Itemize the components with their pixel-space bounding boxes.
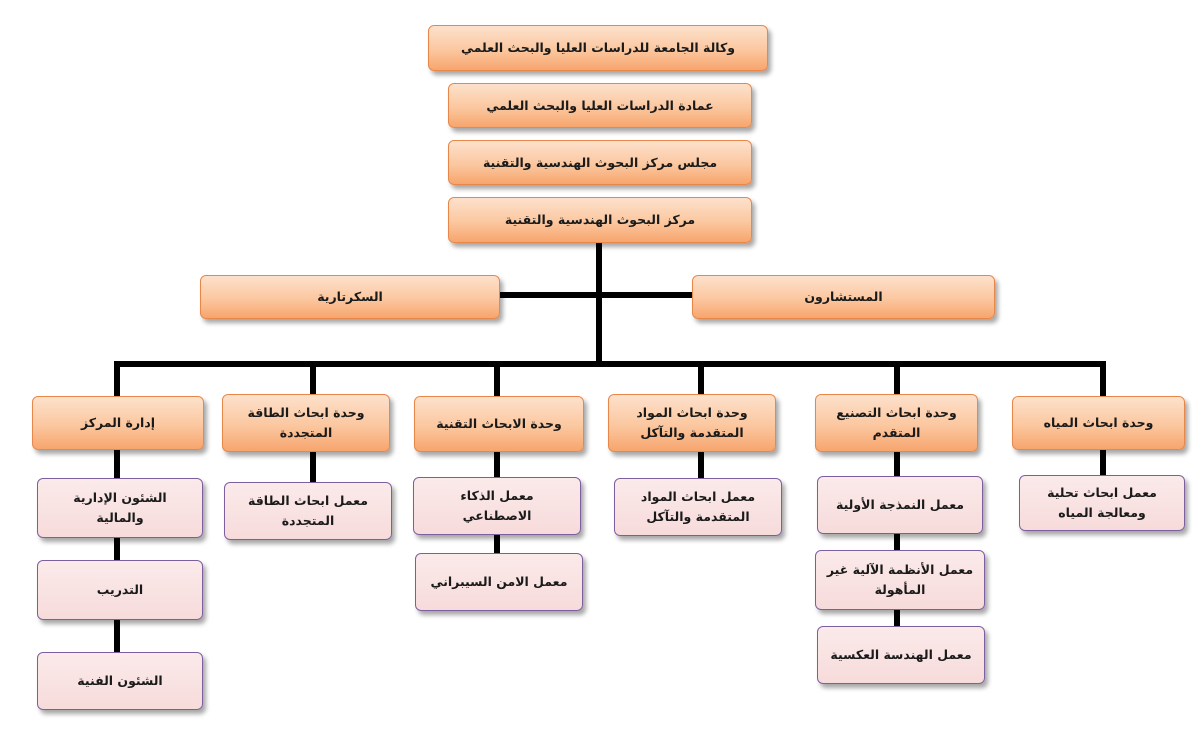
box-label: وحدة الابحاث التقنية (436, 416, 562, 431)
lab-box: معمل ابحاث المواد المتقدمة والتآكل (614, 478, 782, 536)
box-label: وحدة ابحاث التصنيع المتقدم (836, 405, 957, 440)
lab-box: معمل الهندسة العكسية (817, 626, 985, 684)
unit-technical-research: وحدة الابحاث التقنية (414, 396, 584, 452)
connector-unit-drop (494, 363, 500, 396)
deanship-box: عمادة الدراسات العليا والبحث العلمي (448, 83, 752, 128)
lab-box: التدريب (37, 560, 203, 620)
box-label: المستشارون (804, 289, 883, 304)
connector-lab (1100, 450, 1106, 478)
secretariat-box: السكرتارية (200, 275, 500, 319)
connector-staff (500, 292, 692, 298)
research-center-box: مركز البحوث الهندسية والتقنية (448, 197, 752, 243)
connector-lab (698, 452, 704, 482)
box-label: التدريب (96, 582, 144, 597)
box-label: السكرتارية (317, 289, 383, 304)
lab-box: الشئون الفنية (37, 652, 203, 710)
box-label: معمل الامن السيبراني (430, 574, 568, 589)
box-label: الشئون الفنية (77, 673, 163, 688)
lab-box: معمل ابحاث تحلية ومعالجة المياه (1019, 475, 1185, 531)
lab-box: معمل الذكاء الاصطناعي (413, 477, 581, 535)
box-label: وحدة ابحاث الطاقة المتجددة (247, 405, 365, 440)
box-label: معمل ابحاث الطاقة المتجددة (248, 493, 368, 528)
connector-unit-drop (114, 363, 120, 396)
lab-box: الشئون الإدارية والمالية (37, 478, 203, 538)
box-label: وحدة ابحاث المياه (1043, 415, 1154, 430)
connector-lab (114, 450, 120, 660)
lab-box: معمل الأنظمة الآلية غير المأهولة (815, 550, 985, 610)
lab-box: معمل الامن السيبراني (415, 553, 583, 611)
consultants-box: المستشارون (692, 275, 995, 319)
lab-box: معمل ابحاث الطاقة المتجددة (224, 482, 392, 540)
connector-unit-drop (310, 363, 316, 396)
unit-advanced-manufacturing: وحدة ابحاث التصنيع المتقدم (815, 394, 978, 452)
unit-renewable-energy: وحدة ابحاث الطاقة المتجددة (222, 394, 390, 452)
connector-unit-drop (894, 363, 900, 396)
connector-units-bar (114, 361, 1106, 367)
box-label: مجلس مركز البحوث الهندسية والتقنية (482, 154, 718, 170)
connector-unit-drop (1100, 363, 1106, 396)
box-label: معمل النمذجة الأولية (835, 497, 965, 512)
center-council-box: مجلس مركز البحوث الهندسية والتقنية (448, 140, 752, 185)
box-label: مركز البحوث الهندسية والتقنية (504, 212, 696, 227)
box-label: عمادة الدراسات العليا والبحث العلمي (486, 97, 714, 113)
box-label: الشئون الإدارية والمالية (73, 490, 167, 525)
box-label: معمل الأنظمة الآلية غير المأهولة (826, 562, 974, 597)
box-label: معمل ابحاث المواد المتقدمة والتآكل (640, 489, 756, 524)
unit-advanced-materials: وحدة ابحاث المواد المتقدمة والتآكل (608, 394, 776, 452)
box-label: وكالة الجامعة للدراسات العليا والبحث الع… (460, 40, 736, 55)
connector-lab (894, 452, 900, 632)
box-label: وحدة ابحاث المواد المتقدمة والتآكل (636, 405, 748, 440)
unit-center-management: إدارة المركز (32, 396, 204, 450)
box-label: معمل ابحاث تحلية ومعالجة المياه (1047, 485, 1157, 520)
box-label: معمل الهندسة العكسية (830, 647, 972, 662)
unit-water-research: وحدة ابحاث المياه (1012, 396, 1185, 450)
box-label: إدارة المركز (80, 415, 156, 430)
lab-box: معمل النمذجة الأولية (817, 476, 983, 534)
connector-unit-drop (698, 363, 704, 396)
box-label: معمل الذكاء الاصطناعي (460, 488, 534, 523)
connector-trunk (596, 243, 602, 366)
university-agency-box: وكالة الجامعة للدراسات العليا والبحث الع… (428, 25, 768, 71)
connector-lab (310, 452, 316, 487)
